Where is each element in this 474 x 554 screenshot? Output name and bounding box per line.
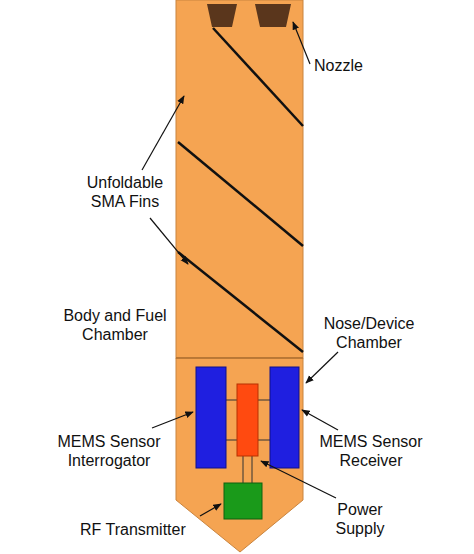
leader-arrow	[152, 412, 193, 428]
part-label: Body and Fuel Chamber	[58, 306, 172, 344]
leader-arrow	[142, 96, 184, 170]
nose-chamber	[176, 358, 303, 552]
nozzle-shape	[207, 4, 237, 27]
leader-arrow	[200, 504, 221, 516]
sensor-interrogator	[196, 367, 226, 468]
fin-line	[213, 28, 303, 126]
part-label: MEMS Sensor Receiver	[314, 432, 428, 470]
wire	[226, 400, 237, 401]
chamber-divider	[176, 357, 303, 359]
fin-line	[178, 252, 303, 352]
body-fuel-chamber	[176, 0, 303, 358]
wire	[252, 456, 253, 483]
part-label: Nozzle	[314, 56, 394, 75]
leader-arrow	[293, 22, 310, 64]
nozzle-shape	[255, 4, 291, 27]
leader-arrow	[302, 410, 338, 430]
wire	[258, 440, 270, 441]
power-supply	[237, 384, 258, 456]
wire	[226, 440, 237, 441]
leader-arrow	[306, 352, 338, 383]
part-label: RF Transmitter	[80, 520, 200, 539]
rf-transmitter	[224, 483, 262, 519]
part-label: Nose/Device Chamber	[316, 314, 422, 352]
part-label: MEMS Sensor Interrogator	[52, 432, 166, 470]
wire	[243, 456, 244, 483]
part-label: Unfoldable SMA Fins	[74, 173, 176, 211]
wire	[258, 400, 270, 401]
leader-arrow	[150, 218, 188, 264]
part-label: Power Supply	[328, 500, 392, 538]
leader-arrow	[261, 461, 336, 498]
sensor-receiver	[270, 367, 299, 468]
fin-line	[178, 142, 303, 246]
